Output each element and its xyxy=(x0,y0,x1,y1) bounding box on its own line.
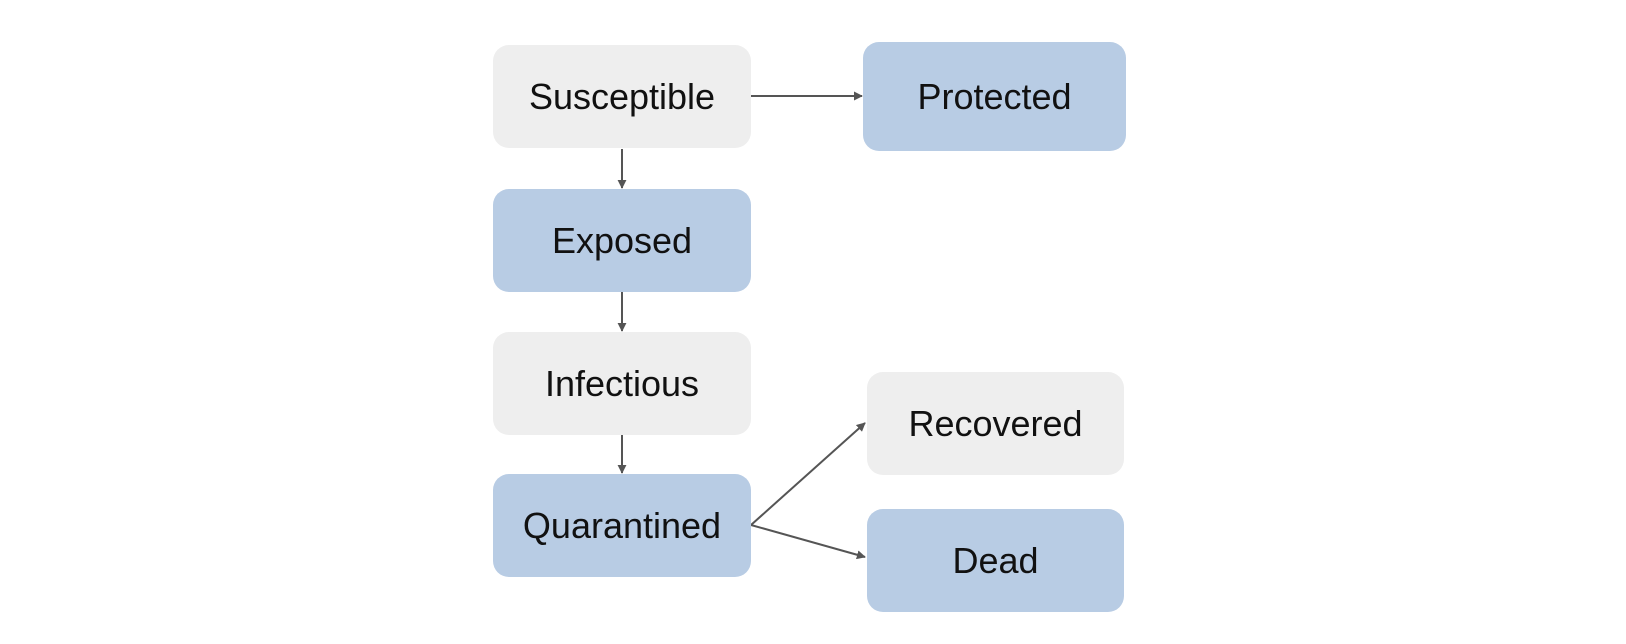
node-exposed: Exposed xyxy=(493,189,751,292)
node-label: Susceptible xyxy=(528,75,716,117)
node-label: Quarantined xyxy=(522,504,722,546)
node-label: Dead xyxy=(952,539,1039,581)
node-label: Recovered xyxy=(908,402,1083,444)
node-protected: Protected xyxy=(863,42,1126,151)
node-recovered: Recovered xyxy=(867,372,1124,475)
node-label: Infectious xyxy=(544,362,700,404)
node-infectious: Infectious xyxy=(493,332,751,435)
node-quarantined: Quarantined xyxy=(493,474,751,577)
edge-quarantined-recovered xyxy=(750,422,866,526)
node-dead: Dead xyxy=(867,509,1124,612)
node-label: Protected xyxy=(917,75,1072,117)
edge-quarantined-dead xyxy=(750,524,866,560)
node-susceptible: Susceptible xyxy=(493,45,751,148)
node-label: Exposed xyxy=(551,219,693,261)
